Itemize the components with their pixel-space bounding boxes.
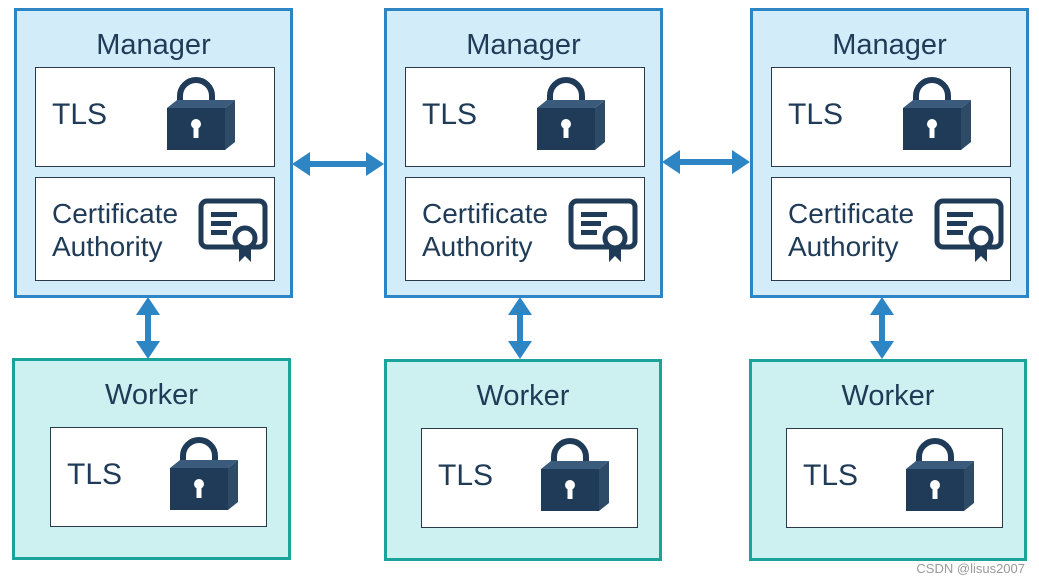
tls-panel: TLS (405, 67, 645, 167)
tls-panel: TLS (50, 427, 267, 527)
tls-panel: TLS (421, 428, 638, 528)
manager-title: Manager (466, 29, 581, 61)
tls-label: TLS (803, 459, 859, 492)
tls-panel: TLS (771, 67, 1011, 167)
worker-title: Worker (476, 380, 570, 412)
certificate-authority-label: Certificate Authority (52, 197, 178, 263)
certificate-authority-label: Certificate Authority (422, 197, 548, 263)
tls-label: TLS (52, 98, 108, 131)
certificate-icon (568, 198, 638, 262)
certificate-authority-label: Certificate Authority (788, 197, 914, 263)
lock-icon (903, 77, 971, 150)
tls-panel: TLS (35, 67, 275, 167)
lock-icon (541, 438, 609, 511)
certificate-authority-label-line2: Authority (788, 231, 899, 262)
manager2-worker2-arrow (508, 297, 532, 359)
tls-label: TLS (438, 459, 494, 492)
manager2-manager3-arrow (662, 150, 750, 174)
worker-node-3: Worker TLS (749, 359, 1027, 561)
manager-node-2: Manager TLS Certificate Authority (384, 8, 663, 298)
certificate-authority-label-line1: Certificate (788, 198, 915, 229)
certificate-authority-label-line2: Authority (422, 231, 533, 262)
manager-node-3: Manager TLS Certificate Authority (750, 8, 1029, 298)
manager1-worker1-arrow (136, 297, 160, 359)
tls-label: TLS (422, 98, 478, 131)
worker-title: Worker (841, 380, 935, 412)
lock-icon (170, 437, 238, 510)
certificate-authority-panel: Certificate Authority (35, 177, 275, 281)
watermark: CSDN @lisus2007 (916, 561, 1025, 576)
certificate-authority-panel: Certificate Authority (405, 177, 645, 281)
tls-panel: TLS (786, 428, 1003, 528)
worker-node-2: Worker TLS (384, 359, 662, 561)
manager-title: Manager (96, 29, 211, 61)
manager-node-1: Manager TLS Certificate Authority (14, 8, 293, 298)
manager1-manager2-arrow (292, 152, 384, 176)
manager-title: Manager (832, 29, 947, 61)
certificate-icon (198, 198, 268, 262)
certificate-icon (934, 198, 1004, 262)
worker-title: Worker (105, 379, 198, 411)
lock-icon (537, 77, 605, 150)
certificate-authority-panel: Certificate Authority (771, 177, 1011, 281)
manager3-worker3-arrow (870, 297, 894, 359)
worker-node-1: Worker TLS (12, 358, 291, 560)
tls-label: TLS (788, 98, 844, 131)
lock-icon (906, 438, 974, 511)
lock-icon (167, 77, 235, 150)
certificate-authority-label-line1: Certificate (422, 198, 549, 229)
tls-label: TLS (67, 458, 123, 491)
certificate-authority-label-line2: Authority (52, 231, 163, 262)
certificate-authority-label-line1: Certificate (52, 198, 179, 229)
